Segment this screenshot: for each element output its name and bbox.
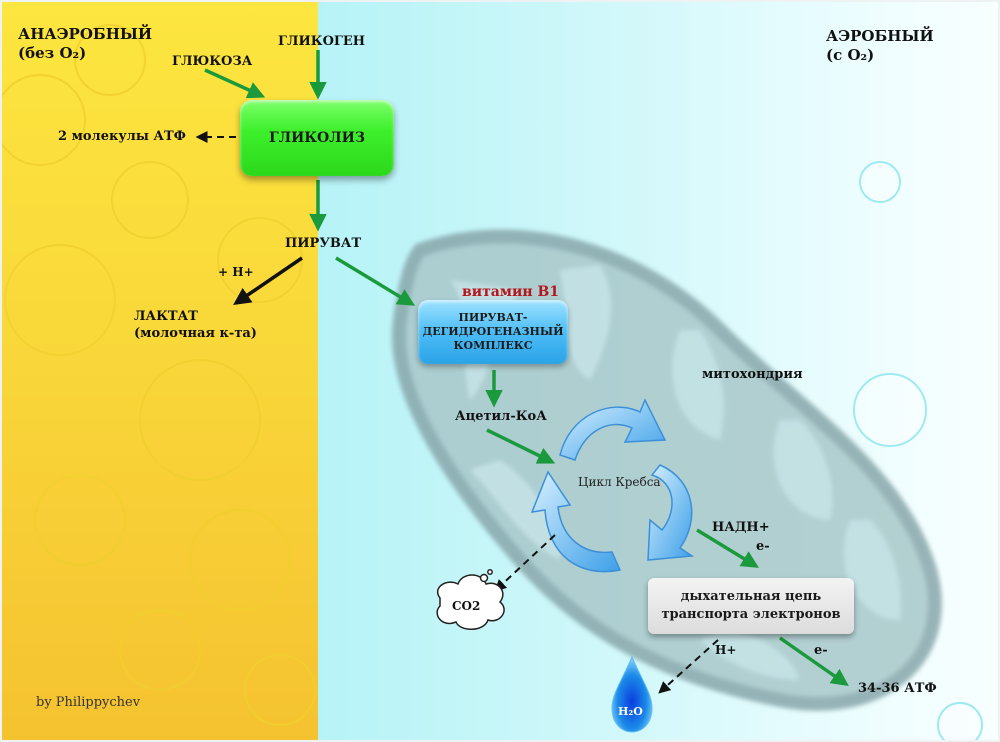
atp-anaerobic-label: 2 молекулы АТФ [58, 129, 187, 144]
arrow-glucose-to-glycolysis [204, 68, 266, 99]
arrow-nadh-to-etc [696, 528, 759, 568]
electron-label-2: e- [814, 643, 828, 658]
krebs-arrow-top [559, 398, 667, 461]
electron-label-1: e- [756, 539, 770, 554]
aerobic-title: АЭРОБНЫЙ [826, 27, 934, 45]
pdh-line-1: ПИРУВАТ- [458, 310, 528, 324]
glycogen-label: ГЛИКОГЕН [278, 34, 366, 49]
pdh-line-2: ДЕГИДРОГЕНАЗНЫЙ [422, 324, 564, 338]
vitamin-b1-label: витамин В1 [462, 284, 560, 300]
h-plus-water-label: H+ [715, 643, 737, 657]
author-credit: by Philippychev [36, 695, 141, 710]
atp-aerobic-label: 34-36 АТФ [858, 681, 937, 696]
mitochondria-label: митохондрия [702, 367, 803, 382]
arrow-acetylcoa-to-krebs [486, 428, 556, 464]
anaerobic-title: АНАЭРОБНЫЙ [18, 25, 153, 43]
nadh-label: НАДН+ [712, 520, 770, 535]
pdh-line-3: КОМПЛЕКС [453, 339, 533, 353]
co2-label: CO2 [452, 599, 481, 613]
lactate-note: (молочная к-та) [134, 326, 257, 341]
h-plus-lactate-label: + H+ [218, 265, 254, 279]
arrow-etc-to-water-dashed [658, 639, 719, 694]
lactate-label: ЛАКТАТ [134, 309, 198, 324]
water-label: H₂O [618, 705, 643, 718]
decorative-bubbles [853, 161, 983, 742]
krebs-cycle-arrows [530, 398, 695, 573]
krebs-arrow-left [530, 470, 622, 573]
arrow-pyruvate-to-pdh [335, 256, 415, 306]
krebs-arrow-right [647, 464, 695, 561]
krebs-cycle-label: Цикл Кребса [578, 475, 661, 489]
pathway-arrows-green [204, 50, 849, 687]
electron-transport-chain-box: дыхательная цепь транспорта электронов [648, 578, 854, 634]
glycolysis-box: ГЛИКОЛИЗ [240, 100, 394, 176]
arrow-krebs-to-co2-dashed [494, 534, 556, 592]
pyruvate-label: ПИРУВАТ [285, 236, 362, 251]
acetyl-coa-label: Ацетил-КоА [455, 409, 547, 424]
arrow-etc-to-atp [778, 636, 849, 687]
arrow-pyruvate-to-lactate [233, 256, 303, 305]
pyruvate-dehydrogenase-complex-box: ПИРУВАТ- ДЕГИДРОГЕНАЗНЫЙ КОМПЛЕКС [418, 300, 568, 364]
glucose-label: ГЛЮКОЗА [172, 54, 253, 69]
aerobic-subtitle: (с O₂) [826, 46, 875, 64]
etc-line-2: транспорта электронов [661, 607, 841, 622]
co2-cloud-icon [436, 569, 505, 630]
etc-line-1: дыхательная цепь [680, 588, 822, 604]
anaerobic-subtitle: (без O₂) [18, 44, 87, 62]
water-drop-icon [611, 655, 653, 733]
glycolysis-label: ГЛИКОЛИЗ [269, 130, 365, 146]
